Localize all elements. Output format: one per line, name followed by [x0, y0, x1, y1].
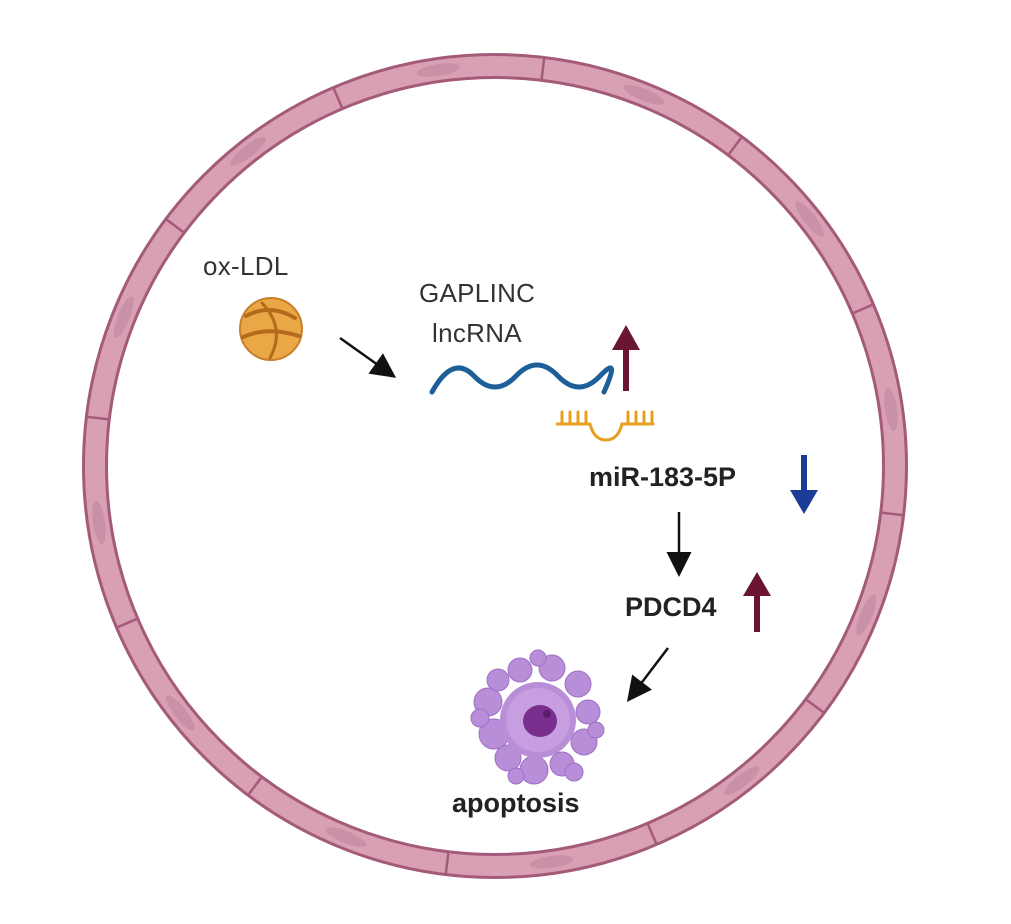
apoptotic-bleb [587, 721, 605, 739]
cell-junction [164, 217, 186, 235]
apoptotic-cell-icon [470, 649, 605, 785]
cell-junction [804, 697, 826, 715]
cell-junction [646, 822, 658, 846]
cell-junction [246, 775, 264, 797]
mir-label: miR-183-5P [589, 462, 737, 492]
cell-nucleus [623, 84, 665, 105]
cell-nucleus [724, 766, 760, 796]
lncrna-label: lncRNA [432, 318, 522, 348]
apoptotic-bleb [507, 657, 533, 683]
endothelial-cell-ring-icon [82, 53, 908, 879]
down-arrow-icon [790, 455, 818, 514]
apoptotic-bleb [519, 755, 549, 785]
apoptotic-bleb [507, 767, 525, 785]
ox-ldl-label: ox-LDL [203, 251, 289, 281]
apoptosis-label: apoptosis [452, 788, 580, 818]
apoptotic-bleb [470, 708, 490, 728]
mirna-strand-icon [555, 410, 655, 442]
cell-nucleus [113, 296, 134, 338]
apoptotic-bleb [564, 670, 592, 698]
apoptotic-bleb [564, 762, 584, 782]
pdcd4-label: PDCD4 [625, 592, 717, 622]
cell-nucleus [884, 387, 898, 432]
cell-nucleus [856, 594, 877, 636]
cell-junction [880, 511, 905, 517]
cell-junction [444, 851, 450, 876]
up-arrow-icon [743, 572, 771, 632]
cell-nucleus [325, 827, 367, 848]
cell-nuclei [92, 63, 898, 869]
cell-junction [115, 617, 139, 629]
apoptotic-bleb [494, 744, 522, 772]
cell-nucleus [165, 695, 195, 731]
apoptotic-bleb [486, 668, 510, 692]
lncrna-wave-icon [429, 362, 614, 395]
cell-nucleus [230, 136, 266, 166]
arrow-ldl-to-lncrna [339, 336, 397, 378]
up-arrow-icon [612, 325, 640, 391]
cell-junction [85, 415, 110, 421]
cell-nucleus [795, 201, 825, 237]
cell-junction [540, 56, 546, 81]
gaplinc-label: GAPLINC [419, 278, 536, 308]
cell-junction [332, 86, 344, 110]
apoptotic-bleb [529, 649, 547, 667]
cell-nucleus [416, 63, 461, 77]
cell-junctions [85, 56, 905, 876]
apoptotic-bleb [575, 699, 601, 725]
cell-junction [851, 303, 875, 315]
cell-junction [726, 135, 744, 157]
cell-nucleus [529, 855, 574, 869]
ldl-particle-icon [239, 297, 303, 361]
cell-nucleus [92, 500, 106, 545]
arrow-pdcd4-to-apoptosis [626, 647, 669, 702]
